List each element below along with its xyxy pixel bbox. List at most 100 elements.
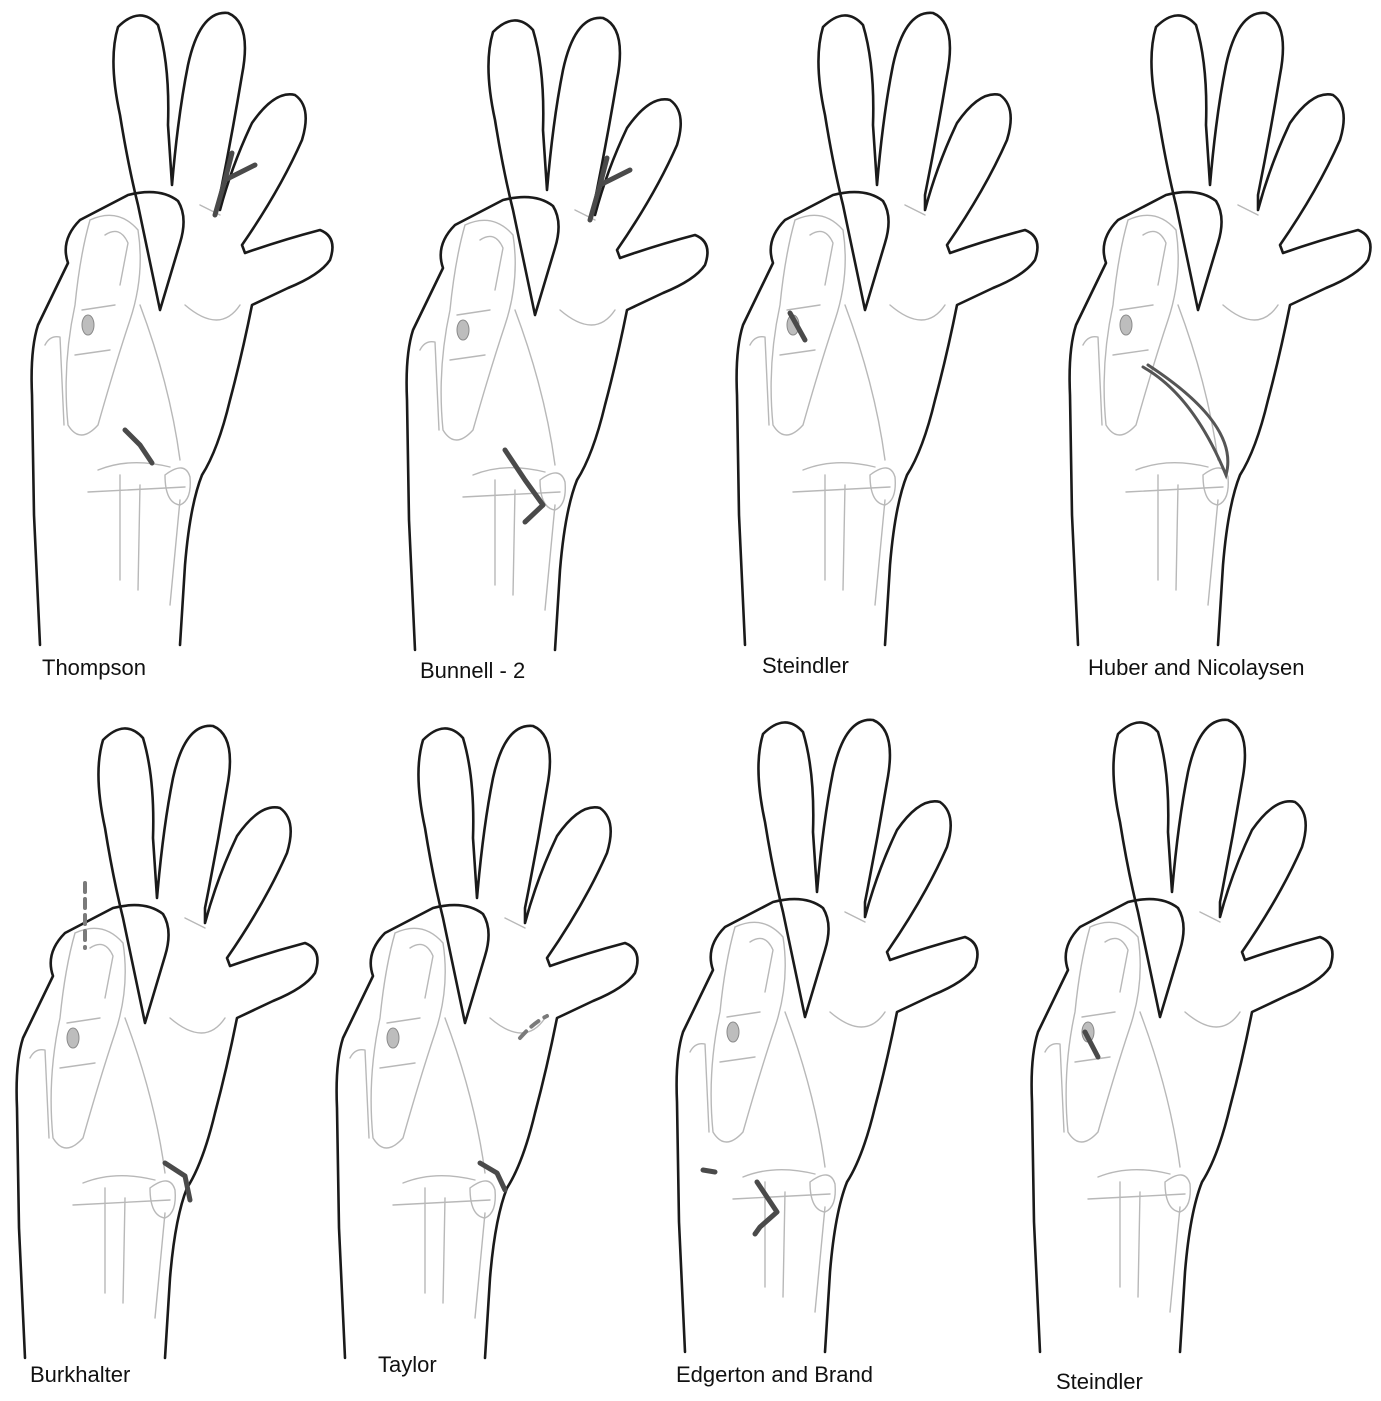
panel-thompson bbox=[20, 5, 340, 645]
hand-outline bbox=[337, 726, 638, 1358]
bone-line bbox=[1138, 1192, 1140, 1297]
hand-outline bbox=[32, 13, 333, 645]
hand-outline bbox=[407, 18, 708, 650]
hand-outline bbox=[17, 726, 318, 1358]
bone-line bbox=[1120, 305, 1153, 310]
hand-drawing bbox=[20, 5, 340, 645]
bone-line bbox=[545, 505, 555, 610]
bone-line bbox=[1113, 350, 1148, 355]
bone-line bbox=[470, 1181, 495, 1218]
bone-line bbox=[1238, 205, 1258, 215]
bone-line bbox=[473, 468, 545, 475]
bone-line bbox=[170, 500, 180, 605]
hand-outline bbox=[1070, 13, 1371, 645]
bone-line bbox=[73, 1200, 170, 1205]
bone-line bbox=[150, 1181, 175, 1218]
hand-outline bbox=[737, 13, 1038, 645]
bone-line bbox=[66, 215, 140, 435]
bone-line bbox=[771, 215, 845, 435]
incision-transfer bbox=[1143, 365, 1228, 475]
bone-line bbox=[905, 205, 925, 215]
bone-line bbox=[445, 1018, 485, 1173]
bone-line bbox=[420, 342, 439, 430]
bone-line bbox=[1075, 1057, 1110, 1062]
panel-steindler-1 bbox=[725, 5, 1045, 645]
panel-edgerton bbox=[665, 712, 985, 1352]
bone-line bbox=[1176, 485, 1178, 590]
bone-line bbox=[170, 1018, 225, 1033]
bone-line bbox=[1136, 463, 1208, 470]
caption-steindler-1: Steindler bbox=[762, 653, 849, 679]
bone-line bbox=[30, 1050, 49, 1138]
bone-line bbox=[90, 944, 113, 998]
hand-drawing bbox=[1020, 712, 1340, 1352]
bone-line bbox=[138, 485, 140, 590]
hand-outline bbox=[1032, 720, 1333, 1352]
bone-line bbox=[1170, 1207, 1180, 1312]
incision-wrist bbox=[505, 450, 543, 522]
bone-line bbox=[733, 1194, 830, 1199]
caption-burkhalter: Burkhalter bbox=[30, 1362, 130, 1388]
panel-huber bbox=[1058, 5, 1378, 645]
panel-bunnell-2 bbox=[395, 10, 715, 650]
bone-line bbox=[890, 305, 945, 320]
bone-line bbox=[165, 468, 190, 505]
bone-line bbox=[67, 1018, 100, 1023]
bone-line bbox=[1045, 1044, 1064, 1132]
bone-line bbox=[410, 944, 433, 998]
sesamoid-bone bbox=[82, 315, 94, 335]
bone-line bbox=[82, 305, 115, 310]
bone-line bbox=[350, 1050, 369, 1138]
bone-line bbox=[1088, 1194, 1185, 1199]
bone-line bbox=[1126, 487, 1223, 492]
bone-line bbox=[505, 918, 525, 928]
bone-line bbox=[843, 485, 845, 590]
caption-steindler-2: Steindler bbox=[1056, 1369, 1143, 1395]
sesamoid-bone bbox=[1120, 315, 1132, 335]
bone-line bbox=[1140, 1012, 1180, 1167]
bone-line bbox=[815, 1207, 825, 1312]
bone-line bbox=[787, 305, 820, 310]
bone-line bbox=[1208, 500, 1218, 605]
bone-line bbox=[515, 310, 555, 465]
bone-line bbox=[1165, 1175, 1190, 1212]
bone-line bbox=[750, 938, 773, 992]
bone-line bbox=[743, 1170, 815, 1177]
bone-line bbox=[783, 1192, 785, 1297]
bone-line bbox=[185, 305, 240, 320]
bone-line bbox=[750, 337, 769, 425]
bone-line bbox=[1178, 305, 1218, 460]
bone-line bbox=[403, 1176, 475, 1183]
bone-line bbox=[441, 220, 515, 440]
incision-mark bbox=[703, 1170, 715, 1172]
bone-line bbox=[393, 1200, 490, 1205]
hand-drawing bbox=[5, 718, 325, 1358]
bone-line bbox=[140, 305, 180, 460]
incision-wrist bbox=[755, 1182, 777, 1234]
bone-line bbox=[380, 1063, 415, 1068]
bone-line bbox=[711, 922, 785, 1142]
bone-line bbox=[1066, 922, 1140, 1142]
hand-drawing bbox=[1058, 5, 1378, 645]
caption-taylor: Taylor bbox=[378, 1352, 437, 1378]
bone-line bbox=[450, 355, 485, 360]
bone-line bbox=[60, 1063, 95, 1068]
bone-line bbox=[845, 912, 865, 922]
bone-line bbox=[155, 1213, 165, 1318]
hand-outline bbox=[677, 720, 978, 1352]
bone-line bbox=[1105, 938, 1128, 992]
bone-line bbox=[88, 487, 185, 492]
caption-edgerton: Edgerton and Brand bbox=[676, 1362, 873, 1388]
panel-burkhalter bbox=[5, 718, 325, 1358]
caption-thompson: Thompson bbox=[42, 655, 146, 681]
bone-line bbox=[1200, 912, 1220, 922]
bone-line bbox=[875, 500, 885, 605]
bone-line bbox=[480, 236, 503, 290]
panel-steindler-2 bbox=[1020, 712, 1340, 1352]
bone-line bbox=[125, 1018, 165, 1173]
sesamoid-bone bbox=[727, 1022, 739, 1042]
sesamoid-bone bbox=[387, 1028, 399, 1048]
bone-line bbox=[727, 1012, 760, 1017]
bone-line bbox=[1082, 1012, 1115, 1017]
